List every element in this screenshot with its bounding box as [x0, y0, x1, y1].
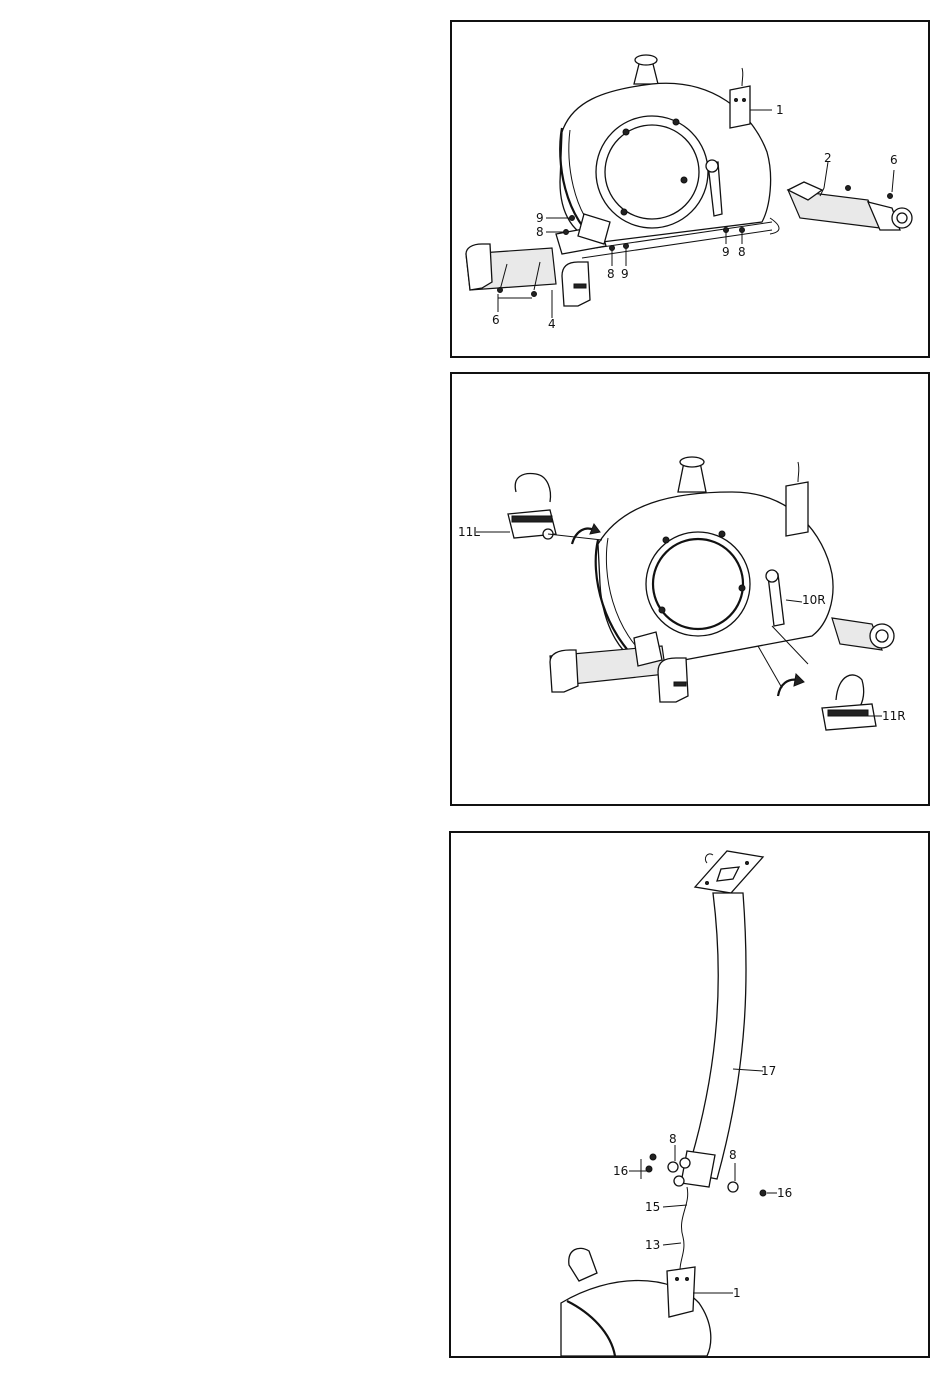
part-16-right-label: 16 [777, 1186, 792, 1200]
step-3-diagram-panel: 17 8 8 16 16 15 13 1 [449, 831, 930, 1358]
part-4-label: 4 [548, 317, 556, 331]
part-8-left-label: 8 [669, 1132, 677, 1146]
part-13-label: 13 [645, 1238, 660, 1252]
part-9-upper-label: 9 [536, 211, 544, 225]
stabilizer-assembly-diagram: 1 2 6 9 8 8 9 9 8 6 4 [452, 22, 928, 356]
part-2-label: 2 [824, 151, 832, 165]
pedal-11r-label: 11R [882, 709, 906, 723]
step-1-diagram-panel: 1 2 6 9 8 8 9 9 8 6 4 [450, 20, 930, 358]
part-6-right-label: 6 [890, 153, 898, 167]
step-2-diagram-panel: 11L 10R 11R [450, 372, 930, 806]
part-15-label: 15 [645, 1200, 660, 1214]
part-16-left-label: 16 [613, 1164, 628, 1178]
part-9-middle-label: 9 [621, 267, 629, 281]
pedal-assembly-diagram: 11L 10R 11R [452, 374, 928, 804]
crank-10r-label: 10R [802, 593, 826, 607]
part-6-left-label: 6 [492, 313, 500, 327]
pedal-11l-label: 11L [458, 525, 480, 539]
part-17-label: 17 [761, 1064, 776, 1078]
part-8-middle-label: 8 [607, 267, 615, 281]
part-1-label: 1 [733, 1286, 741, 1300]
part-1-label: 1 [776, 103, 784, 117]
handlebar-post-assembly-diagram: 17 8 8 16 16 15 13 1 [451, 833, 928, 1356]
part-8-right-label: 8 [729, 1148, 737, 1162]
part-8-front-label: 8 [738, 245, 746, 259]
part-8-upper-label: 8 [536, 225, 544, 239]
part-9-front-label: 9 [722, 245, 730, 259]
